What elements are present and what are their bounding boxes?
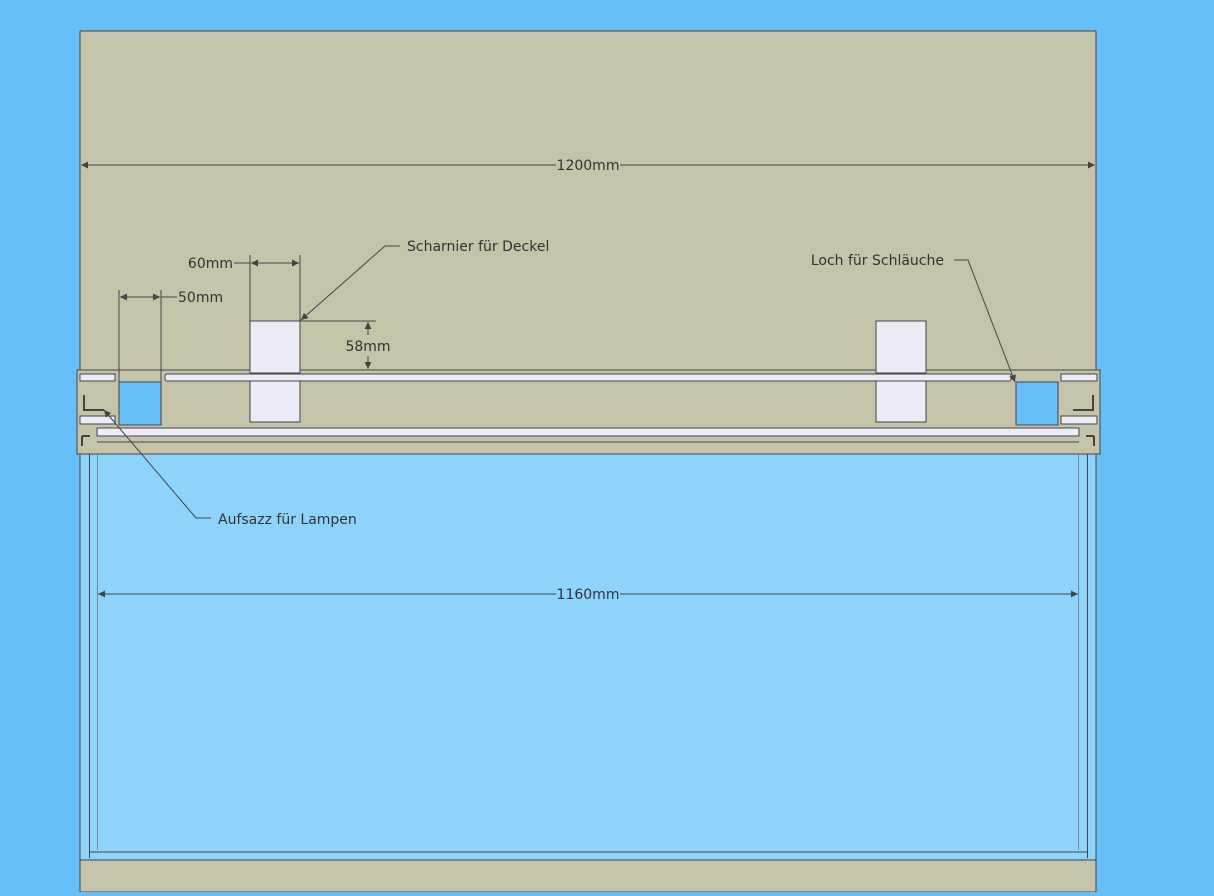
right-corner-rail-bottom [1060, 415, 1098, 425]
lid-bottom-rail [96, 427, 1080, 437]
dim-outer-width-label: 1200mm [557, 158, 620, 174]
lid-top-rail [164, 373, 1012, 382]
dim-lamp-mount-width-label: 50mm [178, 290, 223, 306]
hinge-right-bottom [875, 380, 927, 423]
hose-hole-left [118, 381, 162, 426]
right-lamp-bracket [1073, 395, 1094, 411]
right-corner-bracket [1086, 435, 1095, 446]
callout-lamp-mount-leader [103, 409, 211, 519]
callout-hose-hole-label: Loch für Schläuche [811, 253, 944, 269]
hinge-left-bottom [249, 380, 301, 423]
left-lamp-bracket [83, 395, 104, 411]
dim-hinge-width-label: 60mm [188, 256, 233, 272]
dim-hinge-height-label: 58mm [345, 339, 390, 355]
tank-inner-wall-right-2 [1078, 430, 1079, 850]
hose-hole-right [1015, 381, 1059, 426]
right-corner-rail-top [1060, 373, 1098, 382]
tank-inner-wall-left [89, 430, 90, 858]
callout-hinge-label: Scharnier für Deckel [407, 239, 549, 255]
hinge-left-top [249, 320, 301, 374]
bottom-board [79, 859, 1097, 893]
callout-hinge-leader [300, 245, 400, 321]
hinge-right-top [875, 320, 927, 374]
left-corner-rail-bottom [79, 415, 116, 425]
lid-frame [76, 369, 1101, 455]
tank-inner-wall-left-2 [97, 430, 98, 850]
left-corner-bracket [81, 435, 90, 446]
left-corner-rail-top [79, 373, 116, 382]
tank-water [79, 429, 1097, 861]
callout-lamp-mount-label: Aufsazz für Lampen [218, 512, 357, 528]
dim-inner-width-label: 1160mm [557, 587, 620, 603]
callout-hose-hole-leader [954, 259, 1016, 383]
tank-inner-wall-right [1087, 430, 1088, 858]
